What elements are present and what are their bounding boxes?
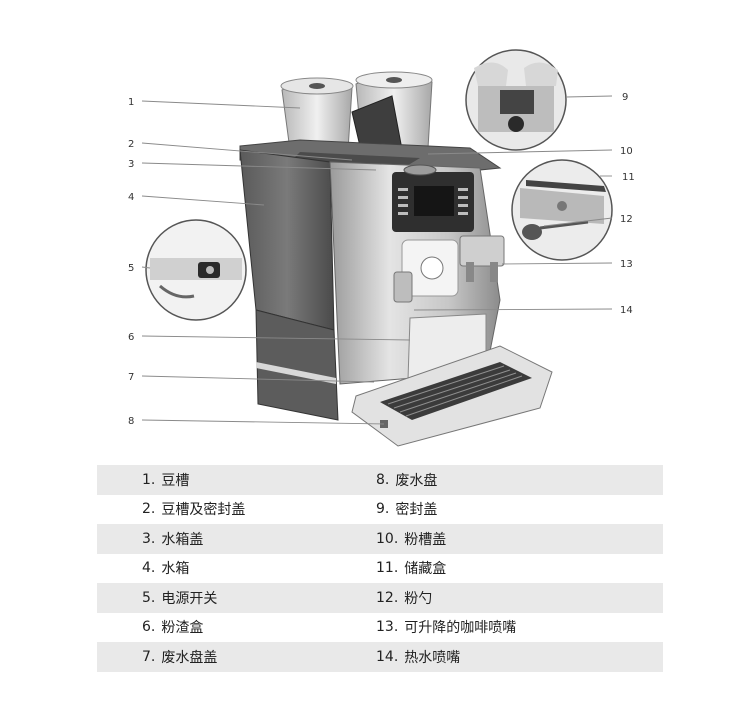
callout-8: 8 (128, 416, 134, 427)
legend-number: 10. (376, 530, 399, 547)
legend-label: 密封盖 (395, 502, 438, 519)
legend-number: 12. (376, 589, 399, 606)
callout-10: 10 (620, 146, 633, 157)
callout-5: 5 (128, 263, 134, 274)
callout-2: 2 (128, 139, 134, 150)
callout-13: 13 (620, 259, 633, 270)
legend-label: 电源开关 (161, 590, 218, 607)
legend-label: 可升降的咖啡喷嘴 (404, 620, 517, 637)
legend-item: 2. 豆槽及密封盖 (97, 499, 376, 519)
legend-label: 粉勺 (404, 590, 433, 607)
bean-hopper-left (280, 77, 354, 151)
legend-number: 7. (142, 648, 156, 665)
side-panel (255, 309, 339, 421)
legend-row: 4. 水箱 11. 储藏盒 (97, 554, 663, 584)
legend-label: 粉渣盒 (161, 620, 204, 637)
legend-row: 1. 豆槽 8. 废水盘 (97, 465, 663, 495)
legend-number: 3. (142, 530, 156, 547)
legend-number: 8. (376, 471, 390, 488)
legend-label: 豆槽 (161, 472, 190, 489)
callout-9: 9 (622, 92, 628, 103)
legend-label: 储藏盒 (404, 561, 447, 578)
display-screen (414, 186, 454, 216)
legend-label: 废水盘盖 (161, 649, 218, 666)
detail-seal-cover (465, 49, 567, 151)
legend-number: 4. (142, 560, 156, 577)
legend-label: 豆槽及密封盖 (161, 502, 246, 519)
callout-3: 3 (128, 159, 134, 170)
detail-storage-box (511, 159, 613, 261)
callout-1: 1 (128, 97, 134, 108)
callout-7: 7 (128, 372, 134, 383)
legend-item: 4. 水箱 (97, 558, 376, 578)
legend-label: 热水喷嘴 (404, 649, 461, 666)
legend-number: 14. (376, 648, 399, 665)
legend-item: 11. 储藏盒 (376, 558, 663, 578)
legend-label: 水箱盖 (161, 531, 204, 548)
legend-item: 12. 粉勺 (376, 588, 663, 608)
legend-label: 废水盘 (395, 472, 438, 489)
legend-number: 13. (376, 619, 399, 636)
legend-row: 7. 废水盘盖 14. 热水喷嘴 (97, 642, 663, 672)
legend-number: 1. (142, 471, 156, 488)
hot-water-spout (393, 271, 413, 303)
callout-4: 4 (128, 192, 134, 203)
legend-item: 8. 废水盘 (376, 470, 663, 490)
water-tank (239, 149, 335, 331)
legend-item: 9. 密封盖 (376, 499, 663, 519)
legend-number: 11. (376, 560, 399, 577)
legend-number: 5. (142, 589, 156, 606)
callout-14: 14 (620, 305, 633, 316)
legend-number: 9. (376, 501, 390, 518)
legend-item: 1. 豆槽 (97, 470, 376, 490)
legend-label: 水箱 (161, 561, 190, 578)
logo-icon (420, 256, 444, 280)
callout-11: 11 (622, 172, 635, 183)
legend-row: 6. 粉渣盒 13. 可升降的咖啡喷嘴 (97, 613, 663, 643)
legend-number: 6. (142, 619, 156, 636)
coffee-machine-diagram: 1 2 3 4 5 6 7 8 9 10 11 12 13 14 (128, 49, 635, 447)
legend-row: 2. 豆槽及密封盖 9. 密封盖 (97, 495, 663, 525)
legend-item: 10. 粉槽盖 (376, 529, 663, 549)
callout-6: 6 (128, 332, 134, 343)
parts-legend-table: 1. 豆槽 8. 废水盘 2. 豆槽及密封盖 9. 密封盖 3. 水箱盖 10. 粉槽盖 4… (97, 465, 663, 672)
legend-item: 5. 电源开关 (97, 588, 376, 608)
legend-label: 粉槽盖 (404, 531, 447, 548)
rotary-dial (403, 164, 437, 176)
coffee-spout (459, 235, 505, 282)
legend-row: 5. 电源开关 12. 粉勺 (97, 583, 663, 613)
legend-row: 3. 水箱盖 10. 粉槽盖 (97, 524, 663, 554)
legend-item: 7. 废水盘盖 (97, 647, 376, 667)
legend-item: 3. 水箱盖 (97, 529, 376, 549)
legend-number: 2. (142, 501, 156, 518)
leader-lines (141, 95, 613, 425)
legend-item: 6. 粉渣盒 (97, 617, 376, 637)
legend-item: 13. 可升降的咖啡喷嘴 (376, 617, 663, 637)
legend-item: 14. 热水喷嘴 (376, 647, 663, 667)
detail-power-switch (145, 219, 247, 321)
callout-12: 12 (620, 214, 633, 225)
